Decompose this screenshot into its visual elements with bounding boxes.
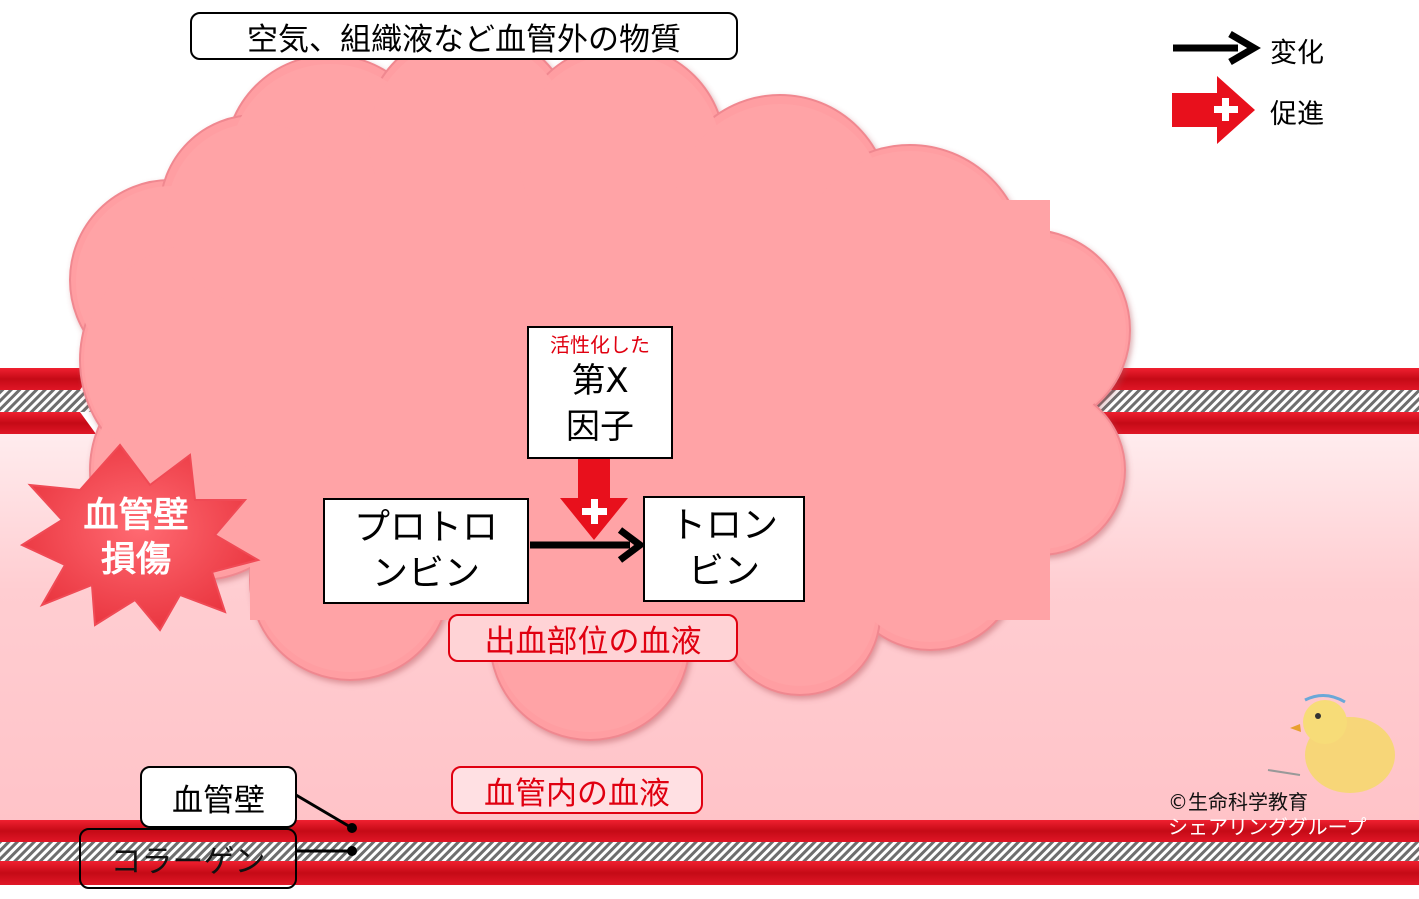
chick-mascot-icon [1267,694,1395,793]
credit-text: ©生命科学教育 シェアリンググループ [1168,790,1366,840]
credit-line2: シェアリンググループ [1168,815,1367,839]
factor-x-line2: 因子 [566,407,634,447]
top-vessel-wall-right [1020,368,1419,434]
damage-label-line1: 血管壁 [83,496,189,536]
thrombin-box: トロン ビン [643,496,805,602]
damage-burst-shape [19,443,261,632]
legend-change-label: 変化 [1270,38,1324,69]
prothrombin-box: プロトロ ンビン [323,498,529,604]
factor-x-box: 活性化した 第X 因子 [527,326,673,459]
factor-x-small-label: 活性化した [550,333,650,357]
collagen-callout: コラーゲン [79,828,297,889]
legend-change-arrow [1173,30,1261,66]
title-text: 空気、組織液など血管外の物質 [247,21,681,58]
damage-label-line2: 損傷 [100,540,171,580]
vessel-blood-text: 血管内の血液 [484,775,670,812]
factor-x-line1: 第X [571,361,629,401]
credit-line1: ©生命科学教育 [1168,790,1308,814]
title-box: 空気、組織液など血管外の物質 [190,12,738,60]
legend-promote-label: 促進 [1270,99,1324,130]
collagen-callout-text: コラーゲン [110,844,266,880]
collagen-pointer-dot [347,846,357,856]
vessel-wall-pointer-dot [347,823,357,833]
vessel-wall-callout-text: 血管壁 [172,782,265,819]
bottom-vessel-wall [0,820,1419,885]
thrombin-line2: ビン [687,551,760,592]
bleeding-blood-label: 出血部位の血液 [448,614,738,662]
thrombin-line1: トロン [669,505,778,546]
change-arrow [530,527,646,563]
prothrombin-line2: ンビン [371,553,480,594]
prothrombin-line1: プロトロ [353,507,498,548]
bleeding-blood-text: 出血部位の血液 [484,623,702,660]
callout-lines [295,793,353,853]
vessel-wall-callout: 血管壁 [140,766,297,828]
legend-promote-arrow [1172,76,1255,144]
damage-label: 血管壁 損傷 [64,494,208,582]
promote-arrow [560,458,628,540]
vessel-blood-label: 血管内の血液 [451,766,703,814]
